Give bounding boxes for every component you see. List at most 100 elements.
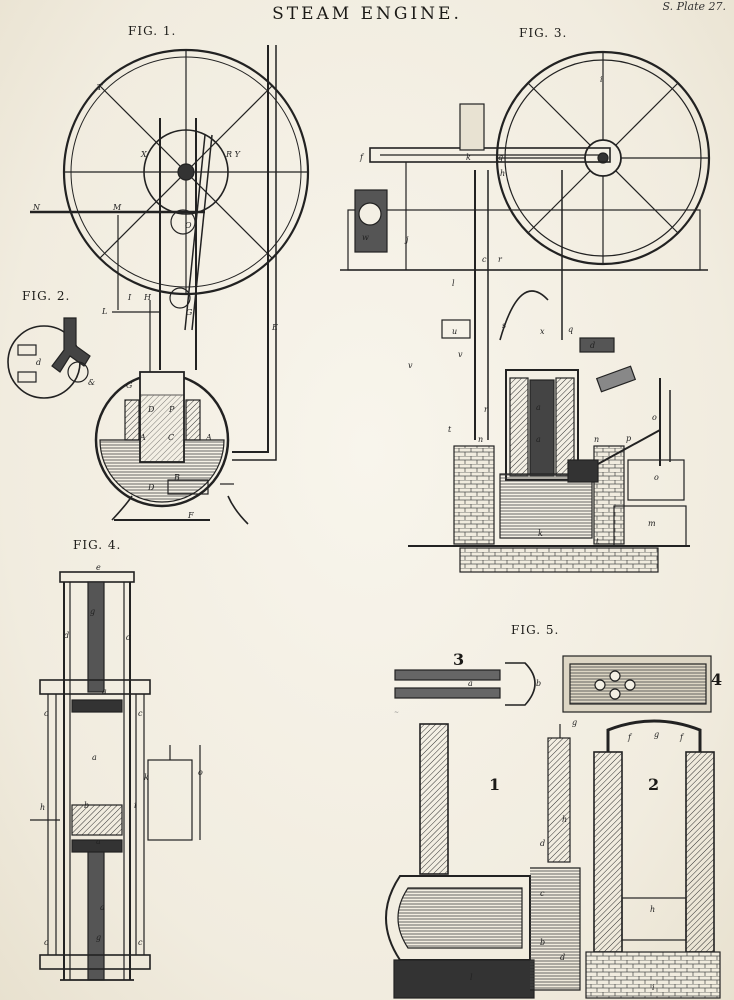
svg-text:s: s xyxy=(502,321,506,330)
svg-text:c: c xyxy=(138,709,143,718)
svg-text:c: c xyxy=(138,938,143,947)
svg-text:c: c xyxy=(540,889,545,898)
svg-text:n: n xyxy=(478,435,483,444)
svg-text:X: X xyxy=(140,150,147,159)
svg-text:d: d xyxy=(64,631,69,640)
svg-text:a: a xyxy=(102,687,107,696)
svg-text:P: P xyxy=(168,405,175,414)
svg-text:r: r xyxy=(498,255,503,264)
svg-text:a: a xyxy=(536,435,541,444)
svg-text:v: v xyxy=(408,361,413,370)
svg-text:A: A xyxy=(205,433,212,442)
svg-text:f: f xyxy=(679,733,685,742)
svg-text:h: h xyxy=(40,803,45,812)
svg-text:n: n xyxy=(594,435,599,444)
svg-text:E: E xyxy=(271,323,278,332)
fig3-label: FIG. 3. xyxy=(519,26,568,40)
svg-text:a: a xyxy=(100,903,105,912)
svg-text:d: d xyxy=(36,358,41,367)
svg-text:v: v xyxy=(458,350,463,359)
svg-text:k: k xyxy=(144,773,149,782)
svg-text:F: F xyxy=(187,511,194,520)
fig1-atmospheric-engine xyxy=(30,45,310,525)
svg-text:o: o xyxy=(652,413,657,422)
fig5-boilers xyxy=(385,655,721,999)
svg-text:~: ~ xyxy=(394,709,399,716)
svg-text:C: C xyxy=(168,433,174,442)
svg-text:k: k xyxy=(538,529,543,538)
svg-text:i: i xyxy=(134,801,137,810)
svg-text:h: h xyxy=(562,815,567,824)
svg-text:h: h xyxy=(650,905,655,914)
svg-text:l: l xyxy=(452,279,455,288)
fig2-valve xyxy=(7,317,91,399)
svg-text:u: u xyxy=(452,327,457,336)
fig4-label: FIG. 4. xyxy=(73,538,122,552)
svg-text:o: o xyxy=(654,473,659,482)
svg-text:O: O xyxy=(185,221,192,230)
fig5-sub-2: 2 xyxy=(648,775,661,794)
svg-text:a: a xyxy=(96,837,101,846)
svg-text:g: g xyxy=(654,730,659,739)
fig4-double-cylinder xyxy=(30,571,201,981)
plate-title: STEAM ENGINE. xyxy=(272,4,462,24)
svg-text:A: A xyxy=(139,433,146,442)
svg-text:b: b xyxy=(536,679,541,688)
svg-text:b: b xyxy=(84,801,89,810)
svg-text:g: g xyxy=(96,933,101,942)
svg-text:D: D xyxy=(147,405,155,414)
fig5-sub-4: 4 xyxy=(711,670,724,689)
svg-text:d: d xyxy=(560,953,565,962)
svg-text:b: b xyxy=(540,938,545,947)
svg-text:D: D xyxy=(147,483,155,492)
fig3-rotative-engine xyxy=(340,50,711,573)
svg-text:w: w xyxy=(362,233,369,242)
svg-text:d: d xyxy=(126,633,131,642)
svg-text:t: t xyxy=(448,425,452,434)
fig5-sub-3: 3 xyxy=(453,650,466,669)
svg-text:N: N xyxy=(32,203,41,212)
svg-text:M: M xyxy=(112,203,122,212)
svg-text:I: I xyxy=(127,293,132,302)
svg-text:m: m xyxy=(648,519,656,528)
svg-text:t: t xyxy=(596,537,600,546)
svg-text:h: h xyxy=(500,169,505,178)
svg-text:q: q xyxy=(568,325,573,334)
svg-text:L: L xyxy=(101,307,107,316)
svg-text:l: l xyxy=(470,973,473,982)
svg-text:i: i xyxy=(652,983,655,992)
plate-number: S. Plate 27. xyxy=(662,0,726,13)
svg-text:r: r xyxy=(484,405,489,414)
fig5-label: FIG. 5. xyxy=(511,623,560,637)
svg-text:k: k xyxy=(466,153,471,162)
svg-text:p: p xyxy=(626,434,631,443)
svg-text:G: G xyxy=(126,381,133,390)
fig1-label: FIG. 1. xyxy=(128,24,177,38)
svg-text:j: j xyxy=(404,235,409,244)
svg-text:G: G xyxy=(186,308,193,317)
svg-text:c: c xyxy=(44,938,49,947)
svg-text:H: H xyxy=(143,293,152,302)
svg-text:f: f xyxy=(359,153,365,162)
svg-text:a: a xyxy=(92,753,97,762)
svg-text:c: c xyxy=(482,255,487,264)
svg-text:a: a xyxy=(468,679,473,688)
svg-text:g: g xyxy=(498,153,503,162)
svg-text:x: x xyxy=(540,327,545,336)
svg-text:&: & xyxy=(88,378,95,387)
svg-text:g: g xyxy=(572,718,577,727)
svg-text:d: d xyxy=(540,839,545,848)
svg-text:i: i xyxy=(600,75,603,84)
svg-text:f: f xyxy=(627,733,633,742)
svg-text:B: B xyxy=(173,473,180,482)
svg-text:o: o xyxy=(198,768,203,777)
svg-text:g: g xyxy=(90,607,95,616)
svg-text:d: d xyxy=(590,341,595,350)
svg-text:e: e xyxy=(96,563,101,572)
svg-text:c: c xyxy=(44,709,49,718)
svg-text:a: a xyxy=(536,403,541,412)
svg-text:T: T xyxy=(97,83,103,92)
